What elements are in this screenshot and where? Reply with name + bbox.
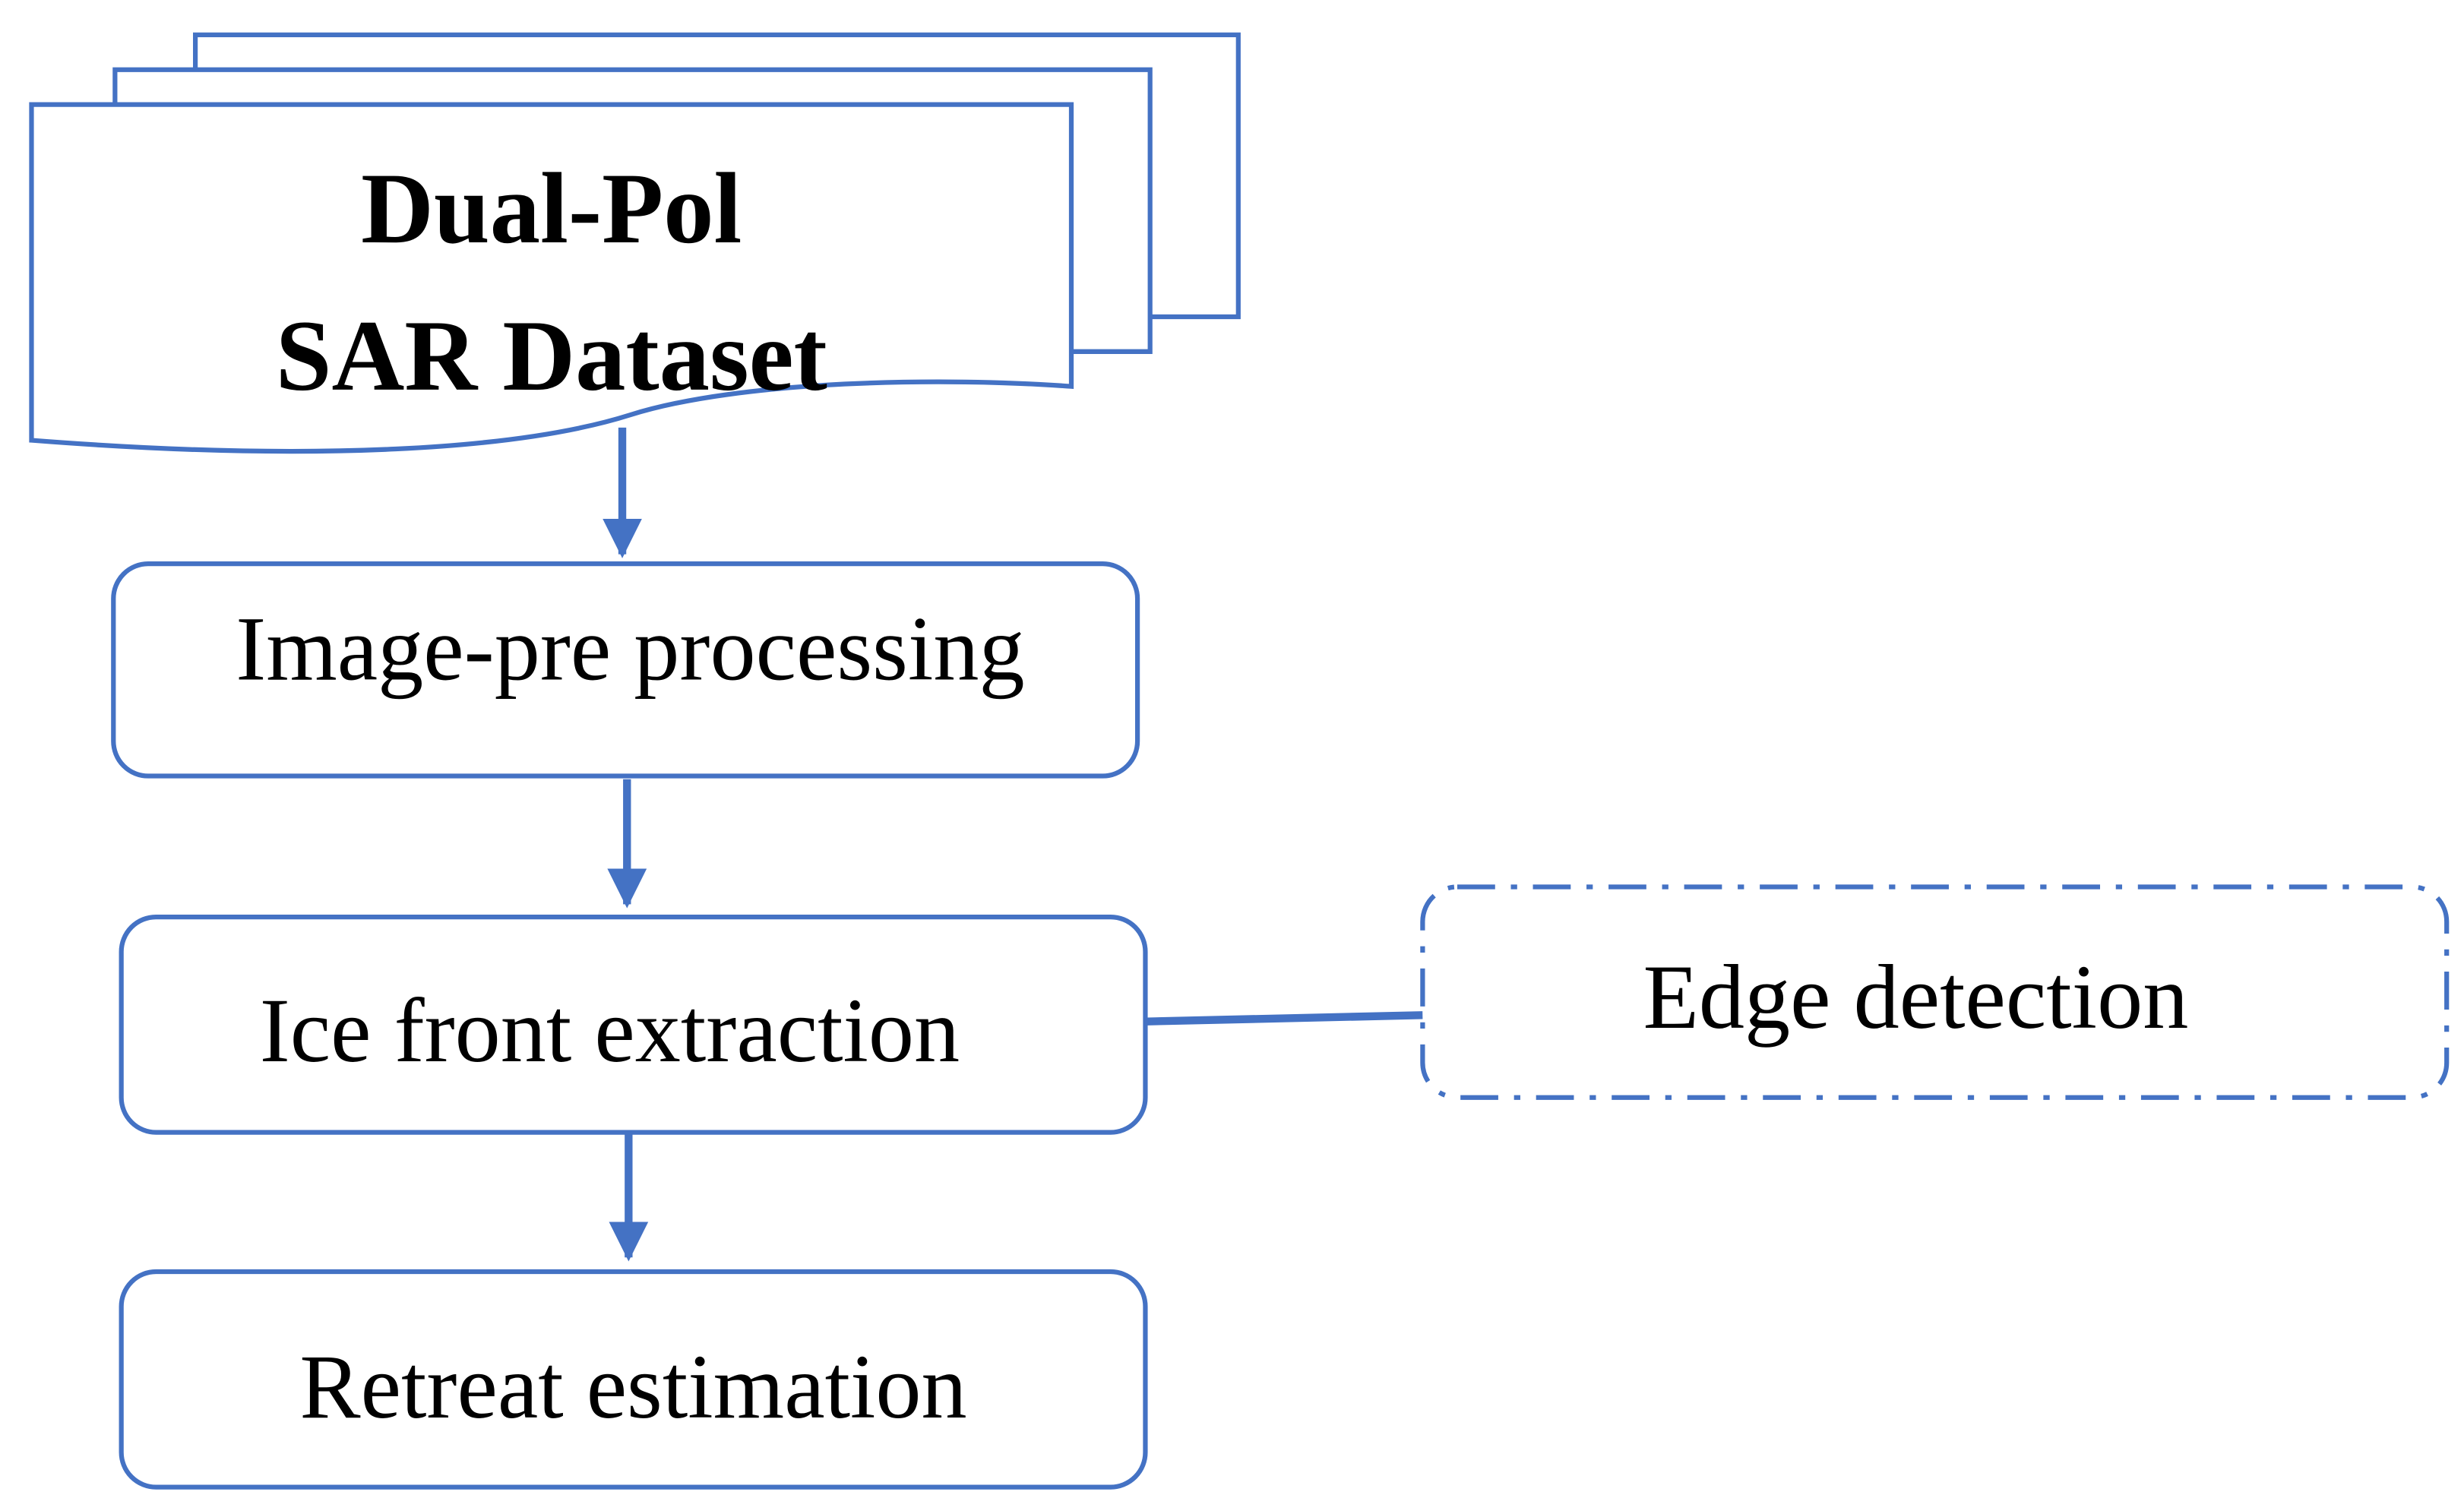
document-sheet-front: [29, 102, 1074, 454]
step-image-preprocessing: Image-pre processing: [111, 561, 1140, 779]
dataset-title-line2: SAR Dataset: [276, 299, 827, 412]
step-retreat-estimation: Retreat estimation: [119, 1269, 1148, 1490]
side-node-edge-detection: Edge detection: [1420, 884, 2450, 1100]
side-node-box: [1420, 884, 2450, 1100]
step-box: [111, 561, 1140, 779]
dataset-title-line1: Dual-Pol: [361, 152, 742, 264]
step-box: [119, 1269, 1148, 1490]
step-box: [119, 914, 1148, 1135]
step-label: Retreat estimation: [299, 1337, 966, 1438]
step-label: Image-pre processing: [236, 599, 1024, 700]
side-node-label: Edge detection: [1643, 947, 2188, 1048]
dataset-multidocument: Dual-Pol SAR Dataset: [29, 32, 1241, 454]
connector-extraction-to-edge-detection: [1147, 1011, 1423, 1026]
step-label: Ice front extraction: [260, 980, 960, 1081]
step-ice-front-extraction: Ice front extraction: [119, 914, 1148, 1135]
